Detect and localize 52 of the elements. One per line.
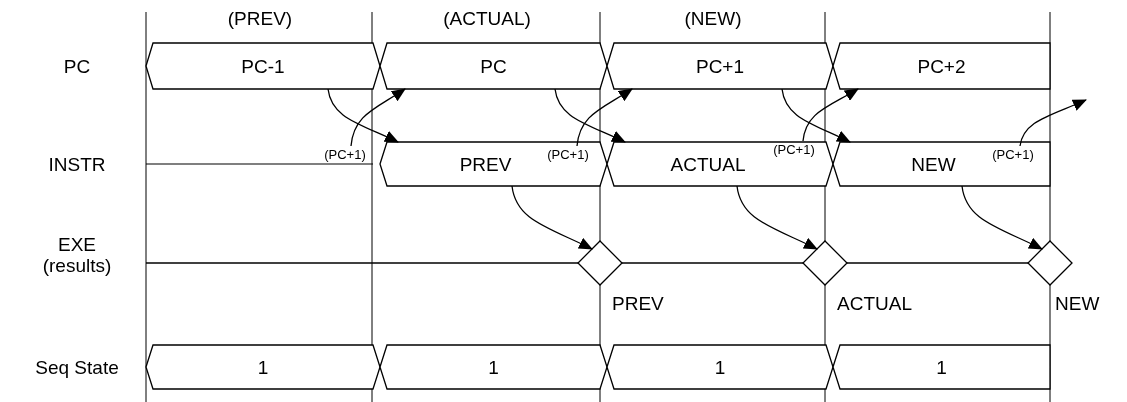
row-label: PC <box>63 55 91 77</box>
arrow <box>576 88 633 147</box>
signal-line <box>621 262 804 264</box>
bus-value: PC+2 <box>917 56 966 76</box>
column-heading: (ACTUAL) <box>443 7 531 29</box>
note-text: (PC+1) <box>540 146 596 163</box>
bus-segment <box>380 142 607 186</box>
bus-value: ACTUAL <box>670 154 746 174</box>
diamond-marker <box>803 241 847 285</box>
bus-value: PC-1 <box>241 56 285 76</box>
note-text: (PC+1) <box>322 146 368 163</box>
arrow <box>736 185 818 250</box>
bus-segment <box>833 43 1050 89</box>
result-label: NEW <box>1055 292 1100 314</box>
bus-value: 1 <box>488 357 499 377</box>
arrow <box>327 88 399 143</box>
bus-value: PC+1 <box>695 56 745 76</box>
arrow <box>554 88 626 143</box>
result-label: ACTUAL <box>837 292 912 314</box>
bus-value: 1 <box>714 357 726 377</box>
bus-value: 1 <box>936 357 947 377</box>
row-label: EXE (results) <box>41 234 113 276</box>
row-label: Seq State <box>35 356 119 378</box>
arrow <box>781 88 851 143</box>
row-label: INSTR <box>48 153 106 175</box>
bus-segment <box>146 43 380 89</box>
arrow <box>1019 99 1087 147</box>
bus-segment <box>607 43 833 89</box>
arrow <box>802 88 859 142</box>
signal-line <box>846 262 1029 264</box>
arrow <box>350 88 406 147</box>
diamond-marker <box>578 241 622 285</box>
bus-segment <box>833 142 1050 186</box>
bus-segment <box>833 345 1050 389</box>
result-label: PREV <box>612 292 664 314</box>
bus-segment <box>146 345 380 389</box>
diamond-marker <box>1028 241 1072 285</box>
signal-line <box>145 262 579 264</box>
bus-segment <box>607 142 833 186</box>
bus-value: PC <box>480 56 507 76</box>
arrow <box>511 185 593 250</box>
column-heading: (NEW) <box>684 7 742 29</box>
note-text: (PC+1) <box>765 141 823 158</box>
bus-value: 1 <box>257 357 269 377</box>
note-text: (PC+1) <box>984 146 1042 163</box>
bus-segment <box>380 43 607 89</box>
bus-segment <box>607 345 833 389</box>
bus-value: PREV <box>459 154 512 174</box>
bus-segment <box>380 345 607 389</box>
arrow <box>961 185 1043 250</box>
bus-value: NEW <box>911 154 956 174</box>
column-heading: (PREV) <box>227 7 293 29</box>
